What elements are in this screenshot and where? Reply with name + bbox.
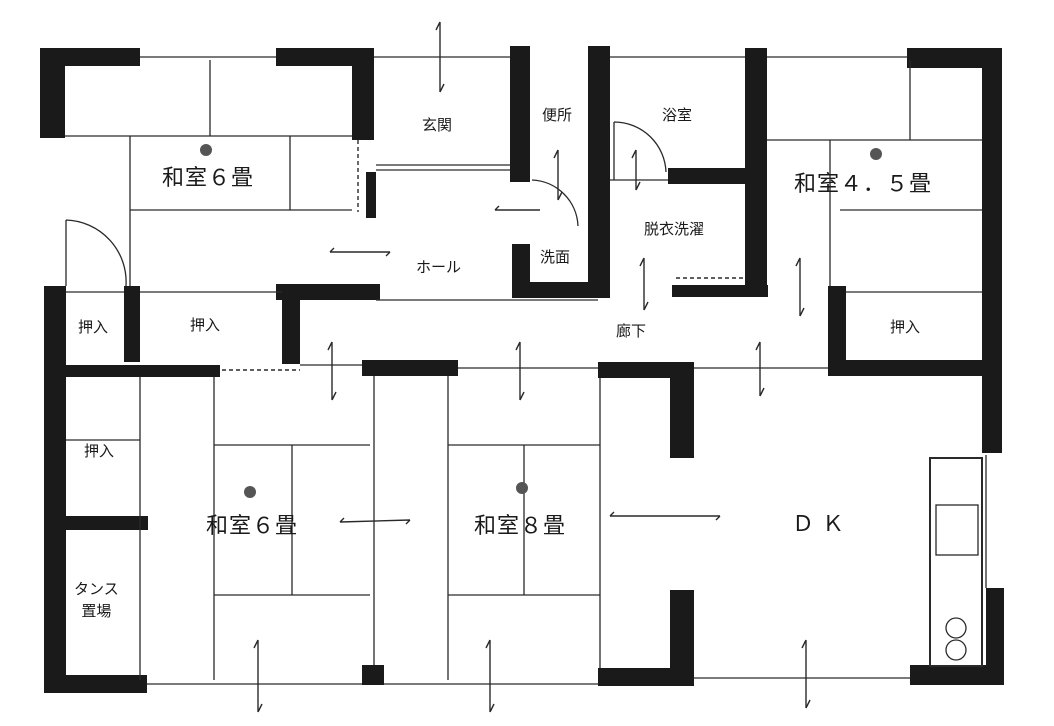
room-label-washitsu-4-5: 和室４．５畳	[794, 172, 933, 197]
ceiling-lights	[200, 144, 882, 498]
walls	[40, 46, 1004, 693]
room-label-washitsu-8: 和室８畳	[474, 514, 567, 539]
room-label-oshiire-mid: 押入	[190, 316, 221, 334]
room-label-oshiire-right: 押入	[890, 318, 921, 336]
room-label-datsui: 脱衣洗濯	[644, 220, 705, 238]
door-swings	[65, 121, 667, 287]
room-label-tansu-line2: 置場	[81, 602, 112, 620]
room-label-yokushitsu: 浴室	[662, 106, 693, 124]
room-label-oshiire-lower: 押入	[84, 442, 115, 460]
room-label-genkan: 玄関	[422, 116, 453, 134]
room-label-tansu-line1: タンス	[74, 580, 119, 598]
room-label-washitsu-6-bottom: 和室６畳	[206, 514, 299, 539]
room-label-roka: 廊下	[616, 322, 647, 340]
room-label-hall: ホール	[416, 258, 462, 276]
room-label-dk: ＤＫ	[792, 512, 853, 537]
room-label-senmen: 洗面	[540, 248, 571, 266]
room-label-oshiire-left: 押入	[78, 318, 109, 336]
room-label-tansu: タンス 置場	[74, 578, 119, 622]
room-label-washitsu-6-top: 和室６畳	[162, 166, 255, 191]
room-label-benjo: 便所	[542, 106, 573, 124]
direction-arrows	[253, 21, 811, 713]
